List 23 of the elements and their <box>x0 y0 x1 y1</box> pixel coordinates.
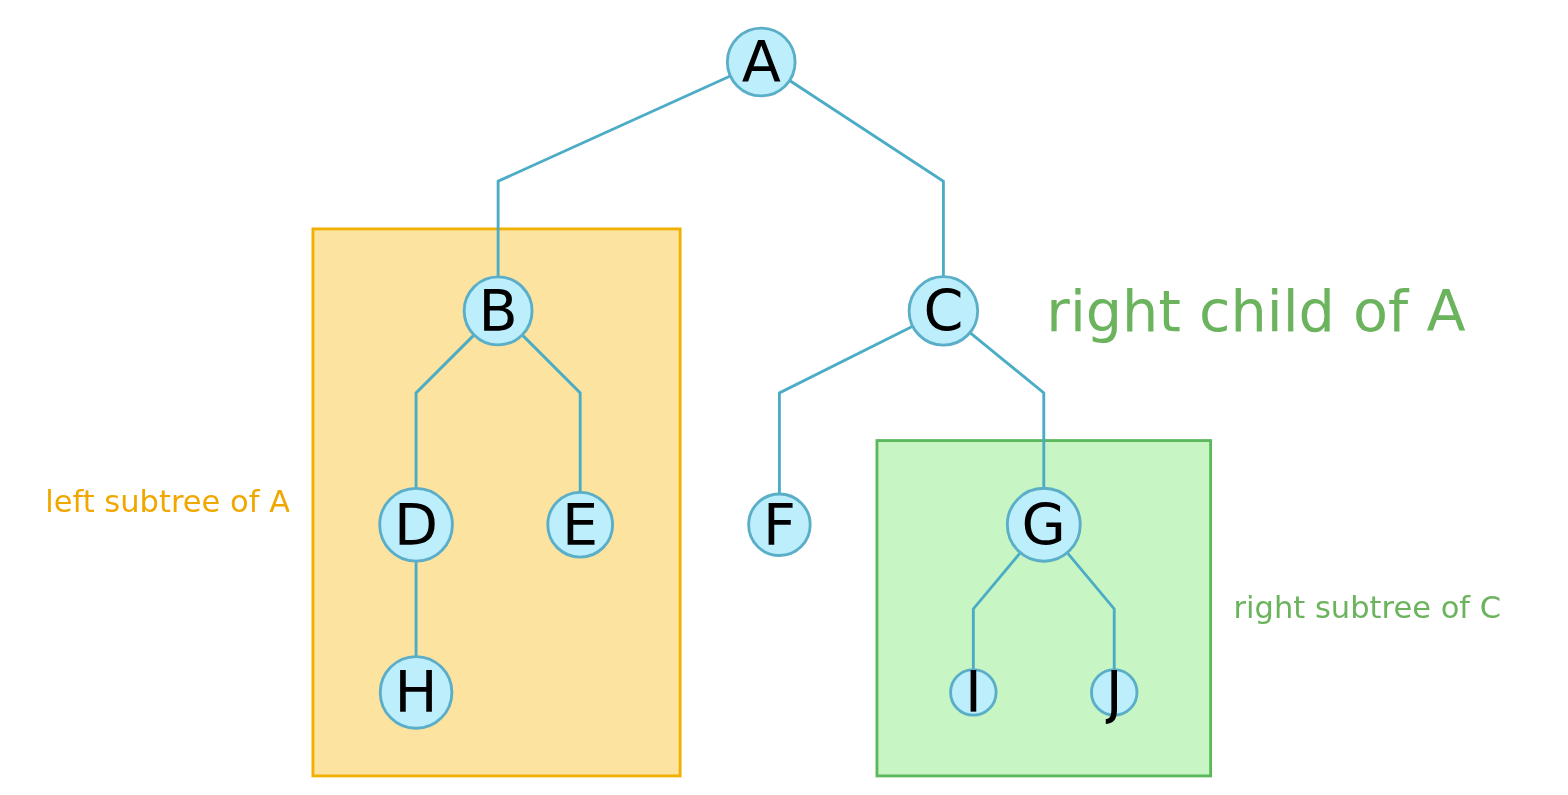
node-circle: A <box>725 26 797 98</box>
node-circle: B <box>462 275 534 347</box>
node-circle: G <box>1005 486 1082 563</box>
connector <box>521 333 582 493</box>
connector <box>414 333 476 489</box>
node-label: left subtree of A <box>45 483 291 520</box>
connector <box>969 331 1046 489</box>
node-label: right child of A <box>1046 277 1466 345</box>
node-circle: I <box>949 668 998 717</box>
connector <box>1066 551 1116 670</box>
node-circle: C <box>907 275 980 347</box>
connector <box>971 551 1022 670</box>
cluster <box>875 439 1213 778</box>
connector <box>414 561 418 657</box>
node-circle: E <box>546 490 614 559</box>
node-circle: D <box>378 486 454 563</box>
connector <box>778 324 914 494</box>
node-label: right subtree of C <box>1233 589 1502 626</box>
node-circle: F <box>747 492 812 557</box>
node-circle: H <box>378 655 454 730</box>
connector <box>496 74 731 277</box>
cluster <box>311 227 682 778</box>
connector <box>788 79 945 277</box>
